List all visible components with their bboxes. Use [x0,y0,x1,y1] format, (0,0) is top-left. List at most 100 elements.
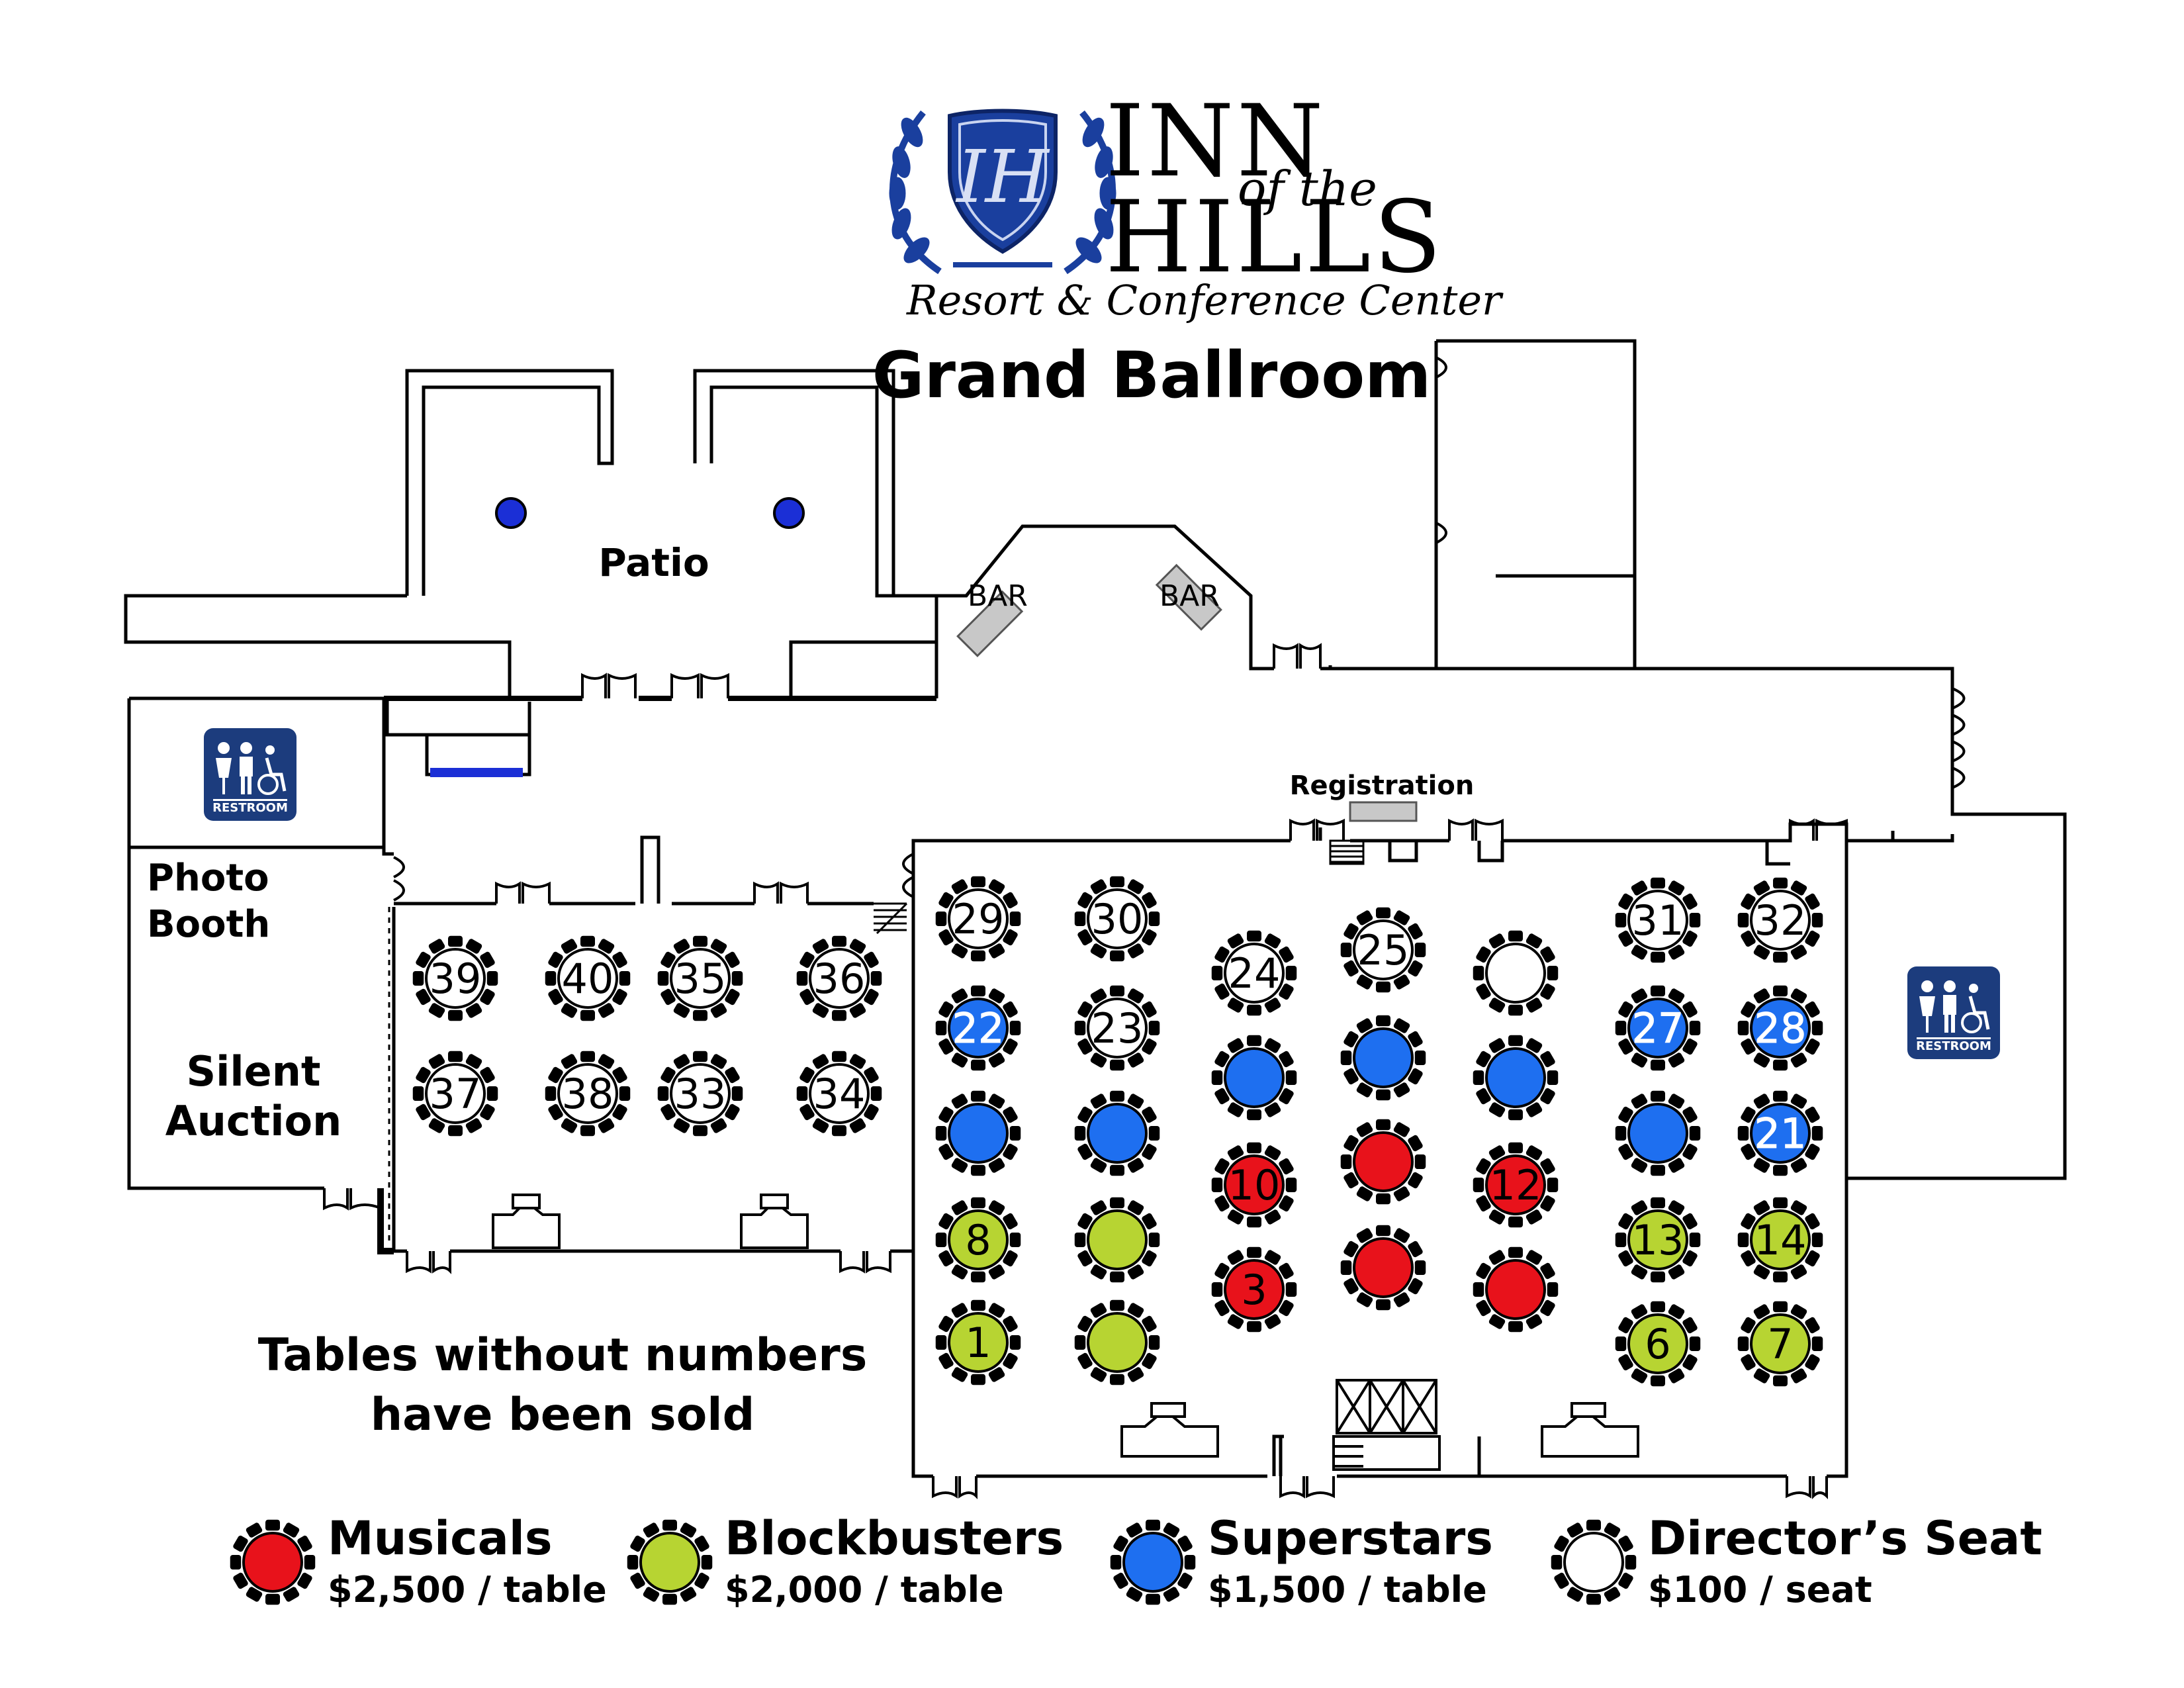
chair [612,1103,627,1121]
chair [1473,1070,1484,1085]
chair [1773,1271,1788,1283]
chair [428,1003,445,1018]
chair [1376,981,1390,993]
chair [1211,966,1223,980]
chair [1110,1197,1124,1209]
chair [1473,1178,1484,1192]
chair [1340,1051,1352,1065]
chair [935,1233,947,1247]
chair [673,1003,690,1018]
table-top [1087,998,1148,1058]
chair [1567,1523,1584,1538]
chair [1113,1572,1128,1589]
chair [799,988,815,1006]
chair [1393,1122,1410,1137]
chair [1476,1051,1491,1068]
shield-icon [948,109,1058,254]
chair [1773,985,1788,997]
chair [1376,1015,1390,1027]
chair [1356,1228,1373,1243]
restroom-icon [213,742,287,801]
chair [1753,988,1770,1004]
chair [448,1125,463,1137]
table-top [948,1103,1009,1164]
chair [1227,933,1244,949]
chair [1488,1250,1506,1265]
chair [580,1125,595,1137]
chair [725,951,740,968]
chair [849,1003,866,1018]
table-top [1087,1312,1148,1373]
chair [448,1009,463,1021]
table-number: 12 [1490,1161,1542,1209]
sold-note-line2: have been sold [371,1389,755,1441]
chair [1631,988,1648,1004]
chair [416,1103,431,1121]
chair [1142,1352,1157,1370]
chair [1264,1038,1281,1053]
chair [1408,1172,1423,1189]
restroom-label-right: RESTROOM [1916,1039,1991,1053]
legend-directors-price: $100 / seat [1648,1569,1872,1611]
chair [1003,892,1018,909]
chair [1127,1264,1144,1280]
chair [796,1086,808,1101]
logo-brand-of-the: of the [1238,161,1377,216]
chair [1773,1090,1788,1102]
chair [1110,950,1124,962]
chair [1214,1158,1230,1175]
chair [297,1535,312,1552]
chair [1009,1233,1021,1247]
chair [1227,1250,1244,1265]
chair [1547,1178,1559,1192]
chair [710,1118,727,1133]
chair [988,879,1005,894]
chair [1279,1195,1294,1212]
chair [480,951,495,968]
chair [1142,1001,1157,1018]
chair [1264,1209,1281,1225]
table-38: 38 [545,1051,631,1137]
table-top [1122,1532,1183,1593]
chair [1805,1317,1820,1334]
table-number: 39 [430,955,482,1003]
table-37: 37 [412,1051,498,1137]
chair [1127,1303,1144,1318]
chair [1554,1572,1569,1589]
chair [1682,1354,1698,1371]
chair [1682,1001,1698,1018]
chair [1393,974,1410,990]
chair [561,939,578,954]
legend-superstars-name: Superstars [1208,1511,1493,1566]
chair [1805,1106,1820,1123]
chair [1753,1200,1770,1215]
chair [1753,1158,1770,1173]
chair [1682,1317,1698,1334]
chair [1077,1143,1093,1160]
chair [1682,1143,1698,1160]
table-number: 7 [1767,1320,1793,1368]
chair [988,1158,1005,1173]
chair [548,951,563,968]
chair [1586,1593,1601,1605]
chair [265,1519,280,1531]
table-top [948,998,1009,1058]
chair [1110,1374,1124,1385]
table-top [1485,1047,1546,1108]
chair [1682,1106,1698,1123]
table-number: 36 [813,955,866,1003]
table-top [1750,1313,1811,1374]
chair [1408,1068,1423,1085]
chair [1211,1070,1223,1085]
chair [812,939,829,954]
chair [1146,1593,1160,1605]
chair [428,1054,445,1069]
chair [1488,1314,1506,1329]
chair [428,939,445,954]
chair [951,943,968,959]
chair [1651,985,1665,997]
table-number: 14 [1754,1216,1807,1264]
chair [1110,1299,1124,1311]
chair [725,988,740,1006]
chair [1476,1158,1491,1175]
